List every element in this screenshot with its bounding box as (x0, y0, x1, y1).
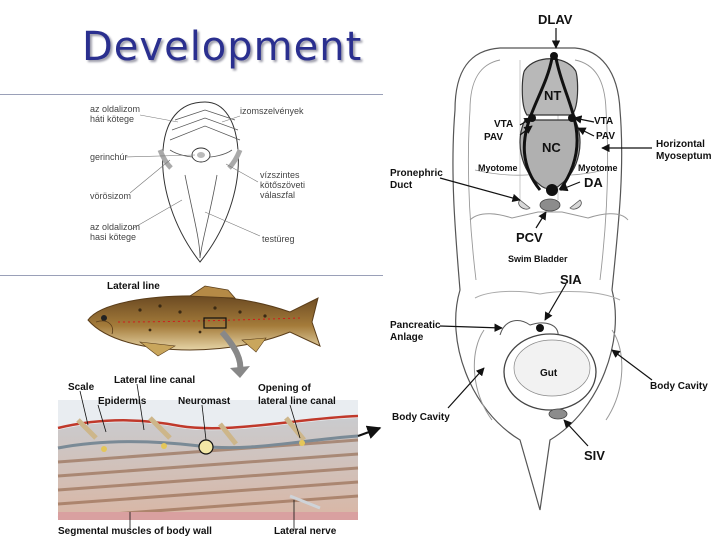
label-dorsal-layer-2: háti kötege (90, 114, 134, 124)
label-dlav: DLAV (538, 12, 573, 27)
embryo-cross-section: DLAV NT NC VTA PAV VTA PAV Myotome Myoto… (390, 12, 712, 511)
label-sia: SIA (560, 272, 582, 287)
label-swim-bladder: Swim Bladder (508, 254, 568, 264)
label-muscle-segments: izomszelvények (240, 106, 304, 116)
label-body-cavity-right: Body Cavity (650, 381, 708, 392)
label-gut: Gut (540, 368, 558, 379)
svg-text:az oldalizom: az oldalizom (90, 104, 140, 114)
lateral-line-canal-section: Scale Lateral line canal Epidermis Neuro… (57, 375, 382, 537)
label-lateral-nerve: Lateral nerve (274, 526, 337, 537)
label-pronephric-duct-1: Pronephric (390, 168, 443, 179)
label-lateral-line-canal: Lateral line canal (114, 375, 195, 386)
label-red-muscle: vörösizom (90, 191, 131, 201)
label-pcv: PCV (516, 230, 543, 245)
label-nt: NT (544, 88, 561, 103)
divider-top (0, 94, 383, 95)
label-dorsal-layer-1: az oldalizom (90, 104, 140, 114)
label-myotome-right: Myotome (578, 163, 618, 173)
label-horizontal-septum-3: válaszfal (260, 190, 295, 200)
label-pancreatic-anlage-2: Anlage (390, 332, 424, 343)
svg-text:háti kötege: háti kötege (90, 114, 134, 124)
label-opening-1: Opening of (258, 383, 311, 394)
label-body-cavity-hu: testüreg (262, 234, 295, 244)
label-body-cavity-left: Body Cavity (392, 412, 450, 423)
label-nc: NC (542, 140, 561, 155)
label-segmental-muscles: Segmental muscles of body wall (58, 526, 212, 537)
label-vta-left: VTA (494, 119, 513, 130)
label-pav-left: PAV (484, 132, 503, 143)
label-da: DA (584, 175, 603, 190)
label-horizontal-septum-2: kötőszöveti (260, 180, 305, 190)
label-notochord: gerinchúr (90, 152, 128, 162)
label-neuromast: Neuromast (178, 396, 231, 407)
label-horizontal-myoseptum-1: Horizontal (656, 139, 705, 150)
label-lateral-line: Lateral line (107, 281, 160, 292)
label-myotome-left: Myotome (478, 163, 518, 173)
label-ventral-layer-2: hasi kötege (90, 232, 136, 242)
label-horizontal-septum-1: vízszintes (260, 170, 300, 180)
label-pancreatic-anlage-1: Pancreatic (390, 320, 441, 331)
label-siv: SIV (584, 448, 605, 463)
pointer-arrow (357, 425, 382, 439)
label-horizontal-myoseptum-2: Myoseptum (656, 151, 712, 162)
label-ventral-layer-1: az oldalizom (90, 222, 140, 232)
divider-middle (0, 275, 383, 276)
page-title: Development (82, 24, 363, 70)
label-scale: Scale (68, 382, 95, 393)
trout-illustration: Lateral line (87, 281, 321, 378)
label-pronephric-duct-2: Duct (390, 180, 413, 191)
label-opening-2: lateral line canal (258, 396, 336, 407)
label-epidermis: Epidermis (98, 396, 147, 407)
label-vta-right: VTA (594, 116, 613, 127)
fish-cross-section: az oldalizom háti kötege izomszelvények … (90, 101, 305, 263)
label-pav-right: PAV (596, 131, 615, 142)
